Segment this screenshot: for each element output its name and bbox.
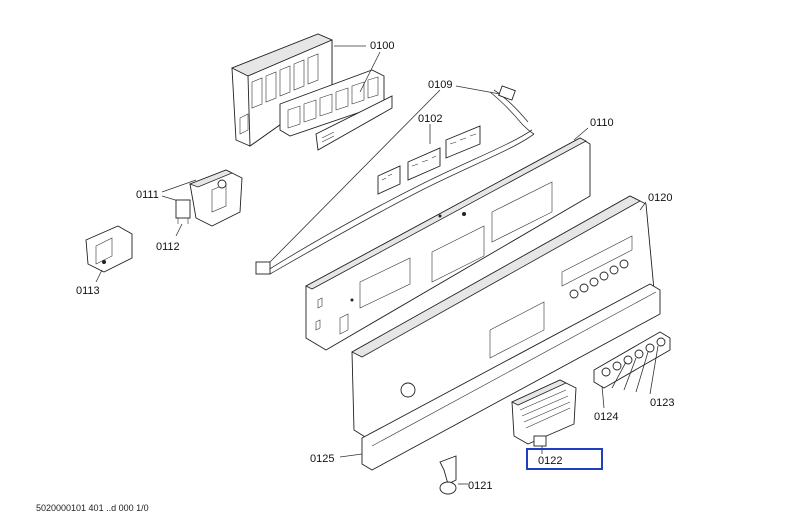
part-0125-trim-strip[interactable]	[361, 283, 661, 471]
part-0124-button-strip[interactable]	[593, 331, 671, 389]
label-0109[interactable]: 0109	[428, 79, 452, 91]
leader-0113	[95, 269, 103, 283]
diagram-footer-code: 5020000101 401 ..d 000 1/0	[36, 503, 149, 513]
part-0113-lock-module[interactable]	[85, 225, 133, 273]
part-0102-connectors[interactable]	[377, 125, 481, 195]
label-0122[interactable]: 0122	[538, 455, 562, 467]
leader-0100-b	[359, 51, 381, 93]
label-0110[interactable]: 0110	[590, 117, 614, 129]
part-0122-handle-grille[interactable]	[511, 379, 577, 447]
part-0109-wiring-harness[interactable]	[255, 85, 535, 275]
label-0111[interactable]: 0111	[136, 189, 159, 201]
label-0124[interactable]: 0124	[594, 411, 618, 423]
part-0111-door-switch[interactable]	[188, 169, 243, 227]
label-0121[interactable]: 0121	[468, 480, 492, 492]
part-0123-leaders	[611, 345, 659, 395]
label-0112[interactable]: 0112	[156, 241, 180, 253]
label-0120[interactable]: 0120	[648, 192, 672, 204]
leader-0109-b	[455, 85, 501, 95]
leader-0109-a	[269, 89, 441, 263]
leader-0124	[601, 385, 605, 409]
label-0100[interactable]: 0100	[370, 40, 394, 52]
leader-0125	[339, 453, 363, 458]
leader-0111-a	[161, 179, 197, 193]
leader-0120	[639, 201, 647, 211]
part-0120-front-panel[interactable]	[351, 195, 655, 441]
part-0110-main-frame[interactable]	[305, 137, 591, 351]
part-0112-relay[interactable]	[175, 199, 191, 224]
label-0113[interactable]: 0113	[76, 285, 100, 297]
label-0102[interactable]: 0102	[418, 113, 442, 125]
part-0121-lever[interactable]	[439, 455, 457, 495]
label-0122-highlight-box	[526, 448, 603, 470]
part-0100-control-module[interactable]	[231, 33, 393, 151]
label-0123[interactable]: 0123	[650, 397, 674, 409]
leader-0112	[175, 223, 183, 237]
panel-buttons	[569, 259, 629, 299]
label-0125[interactable]: 0125	[310, 453, 334, 465]
leader-0110	[573, 127, 589, 141]
